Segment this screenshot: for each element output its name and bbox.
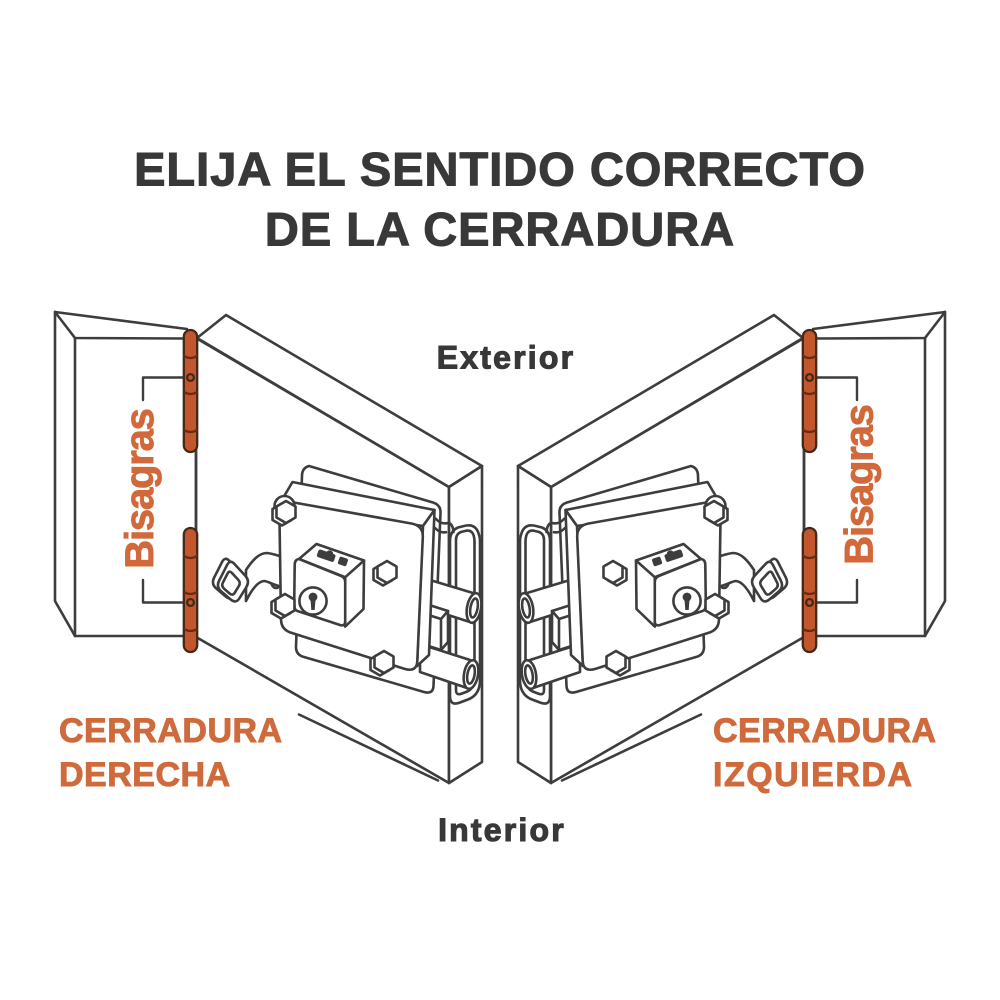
svg-text:Interior: Interior xyxy=(438,812,566,848)
svg-text:IZQUIERDA: IZQUIERDA xyxy=(713,756,914,794)
svg-text:DE LA CERRADURA: DE LA CERRADURA xyxy=(265,203,735,256)
svg-text:Bisagras: Bisagras xyxy=(838,405,882,564)
svg-text:Exterior: Exterior xyxy=(437,340,576,376)
svg-text:DERECHA: DERECHA xyxy=(59,756,231,794)
svg-text:ELIJA EL SENTIDO CORRECTO: ELIJA EL SENTIDO CORRECTO xyxy=(134,143,866,196)
svg-text:CERRADURA: CERRADURA xyxy=(59,712,283,750)
svg-text:Bisagras: Bisagras xyxy=(118,409,162,568)
svg-text:CERRADURA: CERRADURA xyxy=(713,712,937,750)
